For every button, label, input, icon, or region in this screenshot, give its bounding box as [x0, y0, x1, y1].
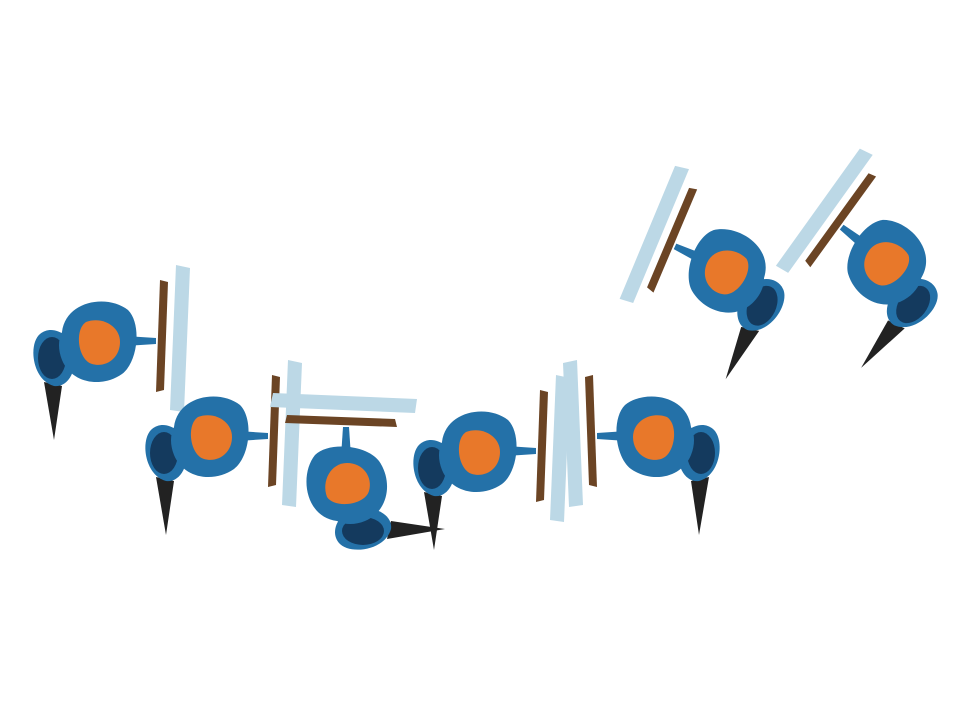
bird-unit: [33, 265, 190, 440]
perch-rail: [775, 148, 873, 273]
bird-belly: [78, 320, 121, 365]
perch-branch: [268, 375, 280, 487]
perch-branch: [805, 173, 877, 268]
bird-head: [687, 432, 715, 474]
bird-beak: [424, 492, 442, 550]
perch-branch: [585, 375, 597, 487]
perch-branch: [156, 280, 168, 392]
bird-belly: [190, 415, 232, 460]
bird-unit: [270, 393, 445, 550]
perch-rail: [550, 375, 570, 522]
perch-rail: [282, 360, 302, 507]
perch-rail: [563, 360, 583, 507]
bird-unit: [413, 375, 570, 550]
bird-beak: [691, 477, 709, 535]
bird-beak: [156, 477, 174, 535]
bird-unit: [563, 360, 720, 535]
perch-rail: [170, 265, 190, 412]
bird-belly: [458, 430, 500, 475]
bird-beak: [725, 326, 760, 380]
bird-beak: [387, 521, 445, 539]
bird-head: [342, 517, 384, 545]
perch-rail: [270, 393, 417, 413]
bird-beak: [861, 320, 905, 368]
perch-branch: [536, 390, 548, 502]
perch-branch: [647, 187, 698, 293]
bird-belly: [633, 415, 675, 460]
bird-unit: [775, 148, 938, 368]
perch-branch: [285, 415, 397, 427]
bird-head: [150, 432, 178, 474]
bird-beak: [44, 382, 62, 440]
bird-head: [38, 337, 66, 379]
bird-head: [418, 447, 446, 489]
bird-belly: [864, 242, 910, 286]
perch-rail: [619, 165, 690, 304]
bird-belly: [325, 463, 370, 505]
bird-unit: [619, 165, 785, 380]
bird-unit: [145, 360, 302, 535]
bird-belly: [704, 250, 749, 295]
